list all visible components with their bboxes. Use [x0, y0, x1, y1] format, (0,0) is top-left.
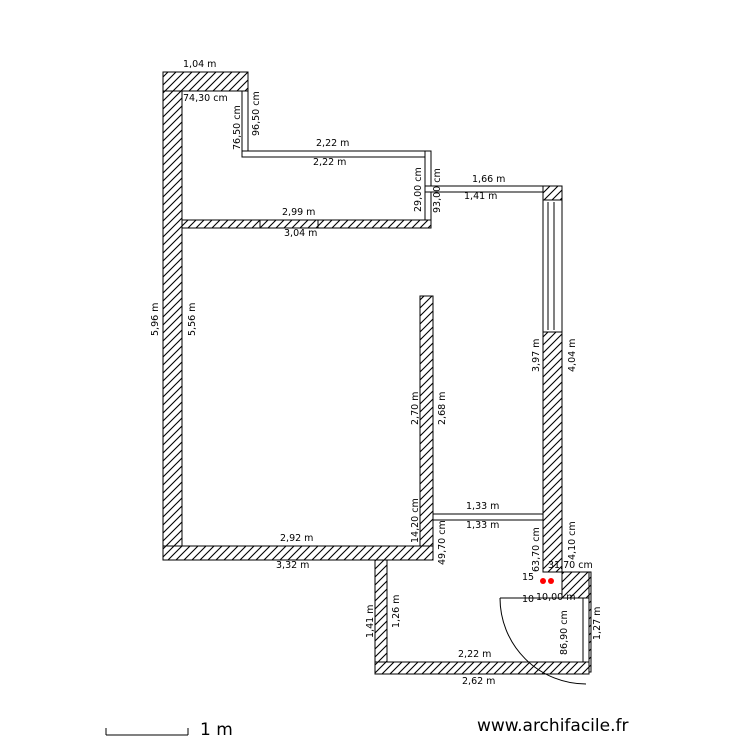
dim-label: 63,70 cm [531, 527, 542, 572]
dim-label: 2,22 m [458, 649, 491, 660]
dim-label: 76,50 cm [232, 105, 243, 150]
wall-bath-bottom [374, 661, 590, 675]
dim-label: 2,22 m [313, 157, 346, 168]
dim-label: 5,96 m [150, 303, 161, 336]
dim-label: 3,04 m [284, 228, 317, 239]
dim-label: 1,26 m [391, 595, 402, 628]
door [499, 597, 590, 685]
dim-label: 1,33 m [466, 501, 499, 512]
dim-label: 93,00 cm [432, 168, 443, 213]
dim-label: 96,50 cm [251, 91, 262, 136]
dim-label: 74,30 cm [183, 93, 228, 104]
dim-label: 2,22 m [316, 138, 349, 149]
dim-label: 2,70 m [410, 392, 421, 425]
scale-label: 1 m [200, 720, 233, 740]
wall-island [419, 295, 434, 561]
dim-label: 31,70 cm [548, 560, 593, 571]
dim-label: 86,90 cm [559, 610, 570, 655]
dim-label: 14,20 cm [410, 498, 421, 543]
dim-label: 15 [522, 572, 534, 583]
dim-label: 2,99 m [282, 207, 315, 218]
dim-label: 49,70 cm [437, 520, 448, 565]
marker-dot [540, 578, 546, 584]
dim-label: 5,56 m [187, 303, 198, 336]
wall-bath-left [374, 559, 388, 675]
wall-top-nook [162, 71, 249, 92]
dim-label: 1,66 m [472, 174, 505, 185]
dim-label: 2,92 m [280, 533, 313, 544]
dim-label: 4,04 m [567, 339, 578, 372]
dim-label: 29,00 cm [413, 167, 424, 212]
dim-label: 10 [522, 594, 534, 605]
wall-bottom [162, 545, 434, 561]
wall-partition [181, 219, 432, 229]
wall-right-corner [542, 185, 563, 201]
window [542, 199, 563, 333]
dim-label: 1,41 m [365, 605, 376, 638]
wall-left-outer [162, 71, 183, 561]
dim-label: 10,00 m [536, 592, 575, 603]
wall-small-thin [432, 513, 544, 521]
marker-dot [548, 578, 554, 584]
dim-label: 1,04 m [183, 59, 216, 70]
website-link[interactable]: www.archifacile.fr [477, 716, 629, 736]
dim-label: 3,32 m [276, 560, 309, 571]
scale-bar [105, 728, 189, 736]
dim-label: 3,97 m [531, 339, 542, 372]
dim-label: 1,41 m [464, 191, 497, 202]
dim-label: 1,27 m [592, 607, 603, 640]
dim-label: 2,68 m [437, 392, 448, 425]
wall-right-outer [542, 331, 563, 573]
dim-label: 4,10 cm [567, 521, 578, 560]
dim-label: 1,33 m [466, 520, 499, 531]
dim-label: 2,62 m [462, 676, 495, 687]
